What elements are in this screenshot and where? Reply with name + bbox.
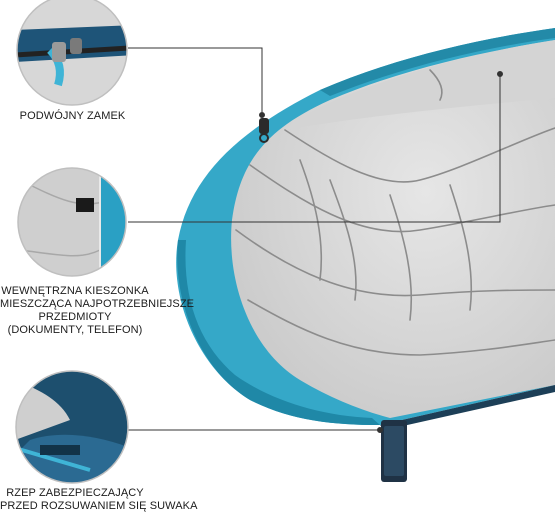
velcro-tab-icon bbox=[381, 420, 407, 482]
callout-inner-pocket: WEWNĘTRZNA KIESZONKA MIESZCZĄCA NAJPOTRZ… bbox=[0, 285, 195, 337]
callout-double-zipper: PODWÓJNY ZAMEK bbox=[10, 110, 135, 123]
velcro-detail-circle bbox=[16, 371, 128, 483]
sleeping-bag-lining bbox=[231, 40, 555, 418]
callout-line: PRZEDMIOTY bbox=[38, 311, 112, 323]
callout-line: PRZED ROZSUWANIEM SIĘ SUWAKA bbox=[0, 500, 198, 512]
callout-line: PODWÓJNY ZAMEK bbox=[19, 110, 126, 122]
callout-line: (DOKUMENTY, TELEFON) bbox=[7, 324, 143, 336]
callout-line: RZEP ZABEZPIECZAJĄCY bbox=[6, 487, 144, 499]
zipper-pull-icon bbox=[259, 118, 269, 143]
callout-line: MIESZCZĄCA NAJPOTRZEBNIEJSZE bbox=[0, 298, 195, 310]
pocket-detail-circle bbox=[18, 168, 126, 276]
callout-line: WEWNĘTRZNA KIESZONKA bbox=[1, 285, 149, 297]
callout-zipper-guard: RZEP ZABEZPIECZAJĄCY PRZED ROZSUWANIEM S… bbox=[0, 487, 198, 513]
zipper-detail-circle bbox=[17, 0, 127, 105]
